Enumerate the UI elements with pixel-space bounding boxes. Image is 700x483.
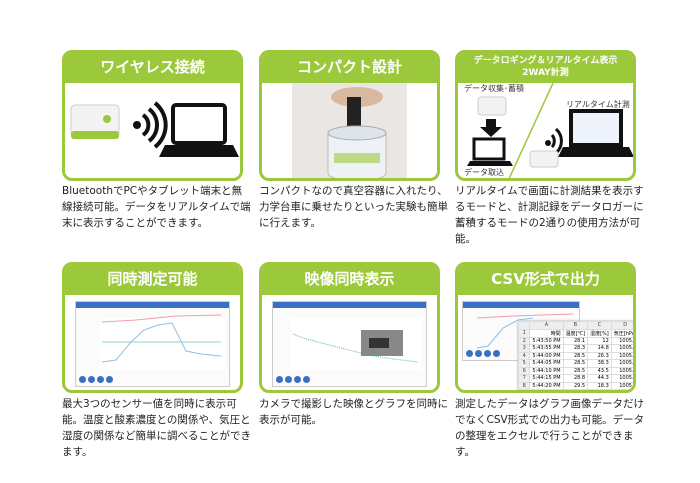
- table-cell: 4: [517, 351, 531, 360]
- table-cell: 38.3: [587, 359, 612, 368]
- table-cell: 9: [517, 389, 531, 390]
- card-description: リアルタイムで画面に計測結果を表示するモードと、計測記録をデータロガーに蓄積する…: [455, 185, 644, 245]
- table-cell: 5:43:55 PM: [529, 344, 564, 353]
- two-way-illustration-icon: [467, 83, 633, 178]
- card-2way: データロギング＆リアルタイム表示 2WAY計測 データ収集･蓄積 データ取込 リ…: [455, 50, 636, 181]
- graph-icon: [476, 313, 574, 349]
- table-cell: 28.5: [562, 359, 589, 368]
- card-description: コンパクトなので真空容器に入れたり、力学台車に乗せたりといった実験も簡単に行えま…: [259, 185, 448, 229]
- graph-icon: [291, 318, 421, 370]
- card-title: データロギング＆リアルタイム表示 2WAY計測: [458, 53, 633, 83]
- table-cell: 26.3: [587, 351, 612, 360]
- table-cell: 6: [517, 366, 531, 375]
- table-cell: 28.3: [562, 344, 589, 353]
- table-cell: 1005.7: [610, 336, 633, 345]
- table-cell: 18.3: [587, 381, 612, 390]
- table-cell: 29.5: [562, 381, 589, 390]
- card-title: ワイヤレス接続: [65, 53, 240, 83]
- card-video: 映像同時表示: [259, 262, 440, 393]
- card-wireless: ワイヤレス接続: [62, 50, 243, 181]
- card-description: BluetoothでPCやタブレット端末と無線接続可能。データをリアルタイムで端…: [62, 185, 251, 229]
- table-cell: 5:44:00 PM: [529, 351, 564, 360]
- table-cell: 1005.5: [610, 366, 633, 375]
- table-cell: 3: [517, 344, 531, 353]
- table-cell: 1005.5: [610, 374, 633, 383]
- table-cell: 28.5: [562, 366, 589, 375]
- table-cell: 8: [517, 381, 531, 390]
- table-cell: 5:43:50 PM: [529, 336, 564, 345]
- table-cell: 1005.7: [610, 381, 633, 390]
- table-cell: 5:44:20 PM: [529, 381, 564, 390]
- table-cell: 28.5: [562, 351, 589, 360]
- card-description: 測定したデータはグラフ画像データだけでなくCSV形式での出力も可能。データの整理…: [455, 398, 645, 458]
- table-cell: 1005.6: [610, 351, 633, 360]
- card-title: コンパクト設計: [262, 53, 437, 83]
- card-description: 最大3つのセンサー値を同時に表示可能。温度と酸素濃度との関係や、気圧と湿度の関係…: [62, 398, 251, 458]
- app-screenshot: [272, 301, 427, 387]
- table-cell: 29.3: [562, 389, 589, 390]
- card-simultaneous: 同時測定可能: [62, 262, 243, 393]
- label-collect: データ収集･蓄積: [464, 84, 524, 93]
- card-title: 同時測定可能: [65, 265, 240, 295]
- table-cell: 1005.6: [610, 389, 633, 390]
- table-cell: 2: [517, 336, 531, 345]
- table-cell: 1005.5: [610, 359, 633, 368]
- table-cell: 5:44:10 PM: [529, 366, 564, 375]
- label-realtime: リアルタイム計測: [566, 100, 630, 109]
- table-cell: 12: [587, 336, 612, 345]
- table-cell: 44.3: [587, 374, 612, 383]
- table-cell: 12.2: [587, 389, 612, 390]
- label-import: データ取込: [464, 168, 504, 177]
- table-cell: 5:44:05 PM: [529, 359, 564, 368]
- table-cell: 43.5: [587, 366, 612, 375]
- card-description: カメラで撮影した映像とグラフを同時に表示が可能。: [259, 398, 448, 426]
- app-screenshot: [75, 301, 230, 387]
- vacuum-container-photo-icon: [292, 83, 407, 178]
- card-title: 映像同時表示: [262, 265, 437, 295]
- table-cell: 1005.7: [610, 344, 633, 353]
- card-title-line1: データロギング＆リアルタイム表示: [473, 56, 618, 66]
- card-title-line2: 2WAY計測: [522, 68, 569, 78]
- table-cell: 28.8: [562, 374, 589, 383]
- table-cell: 5:44:25 PM: [529, 389, 564, 390]
- table-cell: 5:44:15 PM: [529, 374, 564, 383]
- table-cell: 14.8: [587, 344, 612, 353]
- table-cell: 7: [517, 374, 531, 383]
- card-title: CSV形式で出力: [458, 265, 633, 295]
- wireless-illustration-icon: [70, 101, 239, 157]
- graph-icon: [100, 314, 225, 370]
- table-cell: 5: [517, 359, 531, 368]
- table-cell: 28.1: [562, 336, 589, 345]
- card-compact: コンパクト設計: [259, 50, 440, 181]
